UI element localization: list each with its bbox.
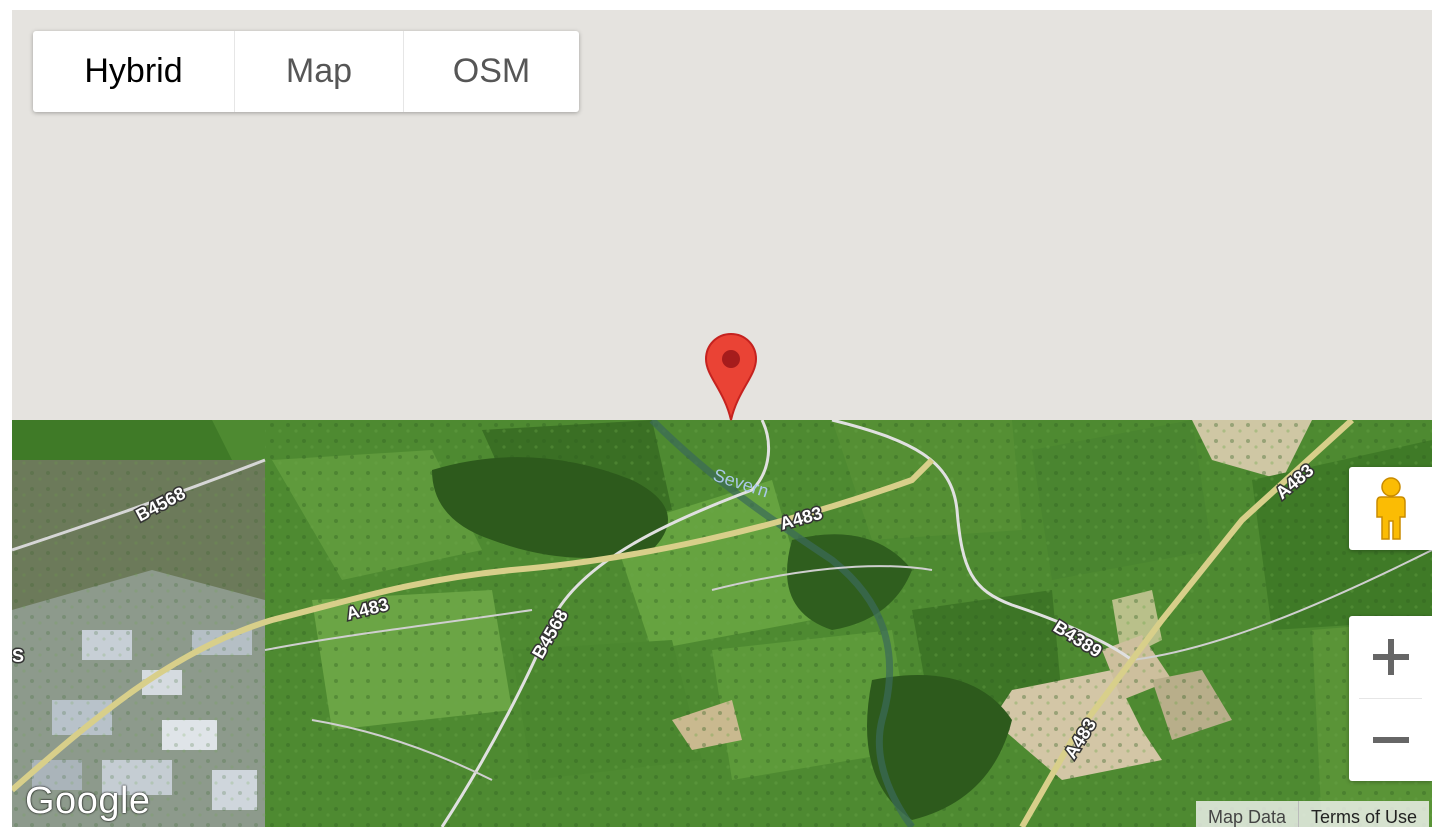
terms-of-use-link[interactable]: Terms of Use [1298,801,1429,827]
pegman-icon [1375,476,1406,540]
zoom-control [1349,616,1432,781]
location-marker-icon[interactable] [704,332,758,422]
minus-icon [1372,737,1409,743]
zoom-divider [1359,698,1422,699]
map-type-control: Hybrid Map OSM [33,31,579,112]
map-type-map-button[interactable]: Map [235,31,404,112]
zoom-in-button[interactable] [1349,616,1432,698]
satellite-imagery: B4568 A483 A483 B4568 A483 B4389 A483 S … [12,420,1432,827]
street-view-control[interactable] [1349,467,1432,550]
map-canvas[interactable]: B4568 A483 A483 B4568 A483 B4389 A483 S … [12,10,1432,827]
zoom-out-button[interactable] [1349,699,1432,781]
attribution-bar: Map Data Terms of Use [1196,801,1430,827]
google-logo: Google [25,780,151,822]
map-data-link[interactable]: Map Data [1208,807,1287,827]
map-type-hybrid-button[interactable]: Hybrid [33,31,235,112]
plus-icon [1372,639,1409,675]
road-label: S [12,646,24,666]
map-type-osm-button[interactable]: OSM [452,52,531,90]
